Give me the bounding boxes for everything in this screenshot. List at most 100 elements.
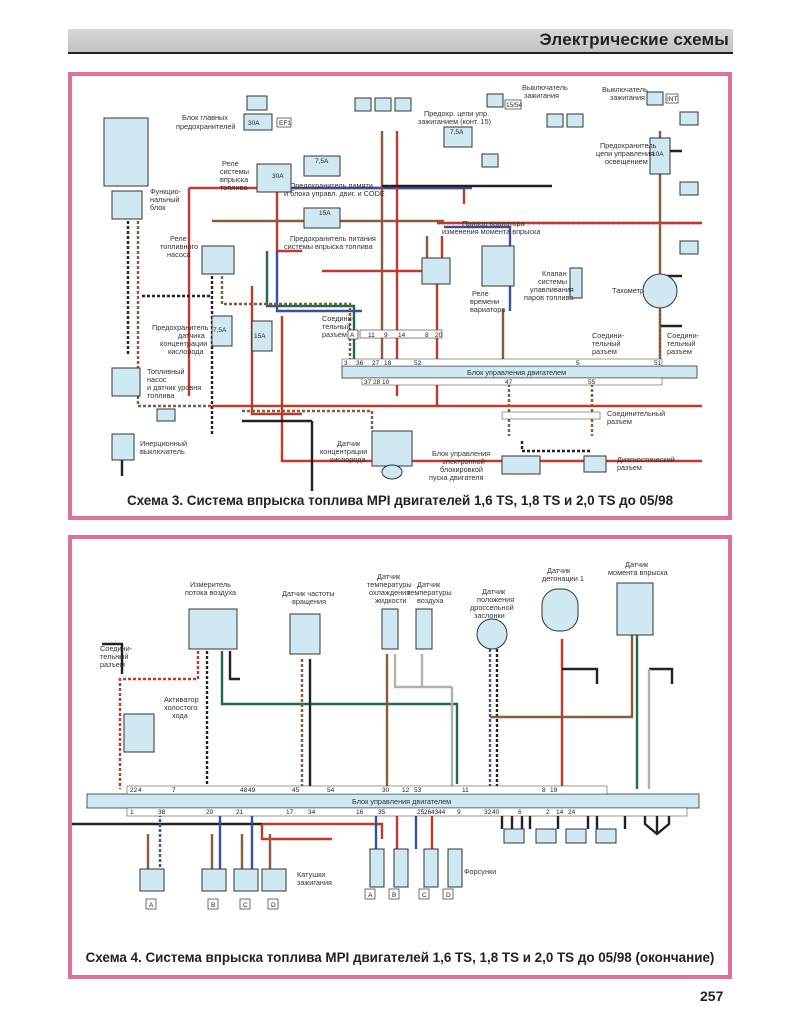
ecu-pin: 34: [308, 809, 316, 816]
memory-fuse: [303, 155, 341, 177]
functional-block-panel: [103, 117, 149, 187]
ecu-pins-bottom-strip-2: [126, 807, 688, 817]
svg-text:30A: 30A: [272, 173, 284, 180]
svg-text:кислорода: кислорода: [168, 347, 205, 356]
idle-actuator: [123, 713, 155, 753]
section-title: Электрические схемы: [539, 30, 729, 49]
ecu-pin: 14: [556, 809, 564, 816]
svg-text:51: 51: [654, 360, 662, 367]
scheme4-panel: Измеритель потока воздуха Датчик частоты…: [68, 535, 732, 979]
svg-text:15/54: 15/54: [506, 102, 523, 109]
svg-text:разъем: разъем: [607, 417, 632, 426]
svg-text:INT: INT: [667, 96, 678, 103]
svg-text:7,5A: 7,5A: [450, 129, 464, 136]
svg-text:хода: хода: [172, 711, 189, 720]
ecu-pins-top-strip-2: [126, 785, 608, 795]
scheme3-panel: 30A EF1 Блок главных предохранителей Вык…: [68, 72, 732, 520]
injector-b: [393, 848, 409, 888]
svg-text:9: 9: [384, 332, 388, 339]
svg-text:времени: времени: [470, 297, 499, 306]
svg-text:концентрации: концентрации: [160, 339, 207, 348]
svg-text:детонации 1: детонации 1: [542, 574, 584, 583]
ignition-switch-label: Выключатель: [522, 83, 568, 92]
ecu-pin: 16: [356, 809, 364, 816]
coolant-temp-sensor: [381, 608, 399, 650]
svg-text:30A: 30A: [248, 120, 260, 127]
fuel-pump-sender: [111, 367, 141, 397]
svg-text:тельный: тельный: [592, 339, 621, 348]
svg-text:Привод вариатора: Привод вариатора: [462, 219, 526, 228]
svg-text:Инерционный: Инерционный: [140, 439, 187, 448]
svg-text:блок: блок: [150, 203, 166, 212]
main-fuse-block: 30A EF1 Блок главных предохранителей: [176, 95, 292, 131]
tachometer-gauge: [642, 273, 678, 309]
cylinder-tag: B: [211, 902, 215, 909]
ecu-pin: 8: [542, 787, 546, 794]
svg-text:47: 47: [505, 379, 513, 386]
svg-text:Предохранитель питания: Предохранитель питания: [290, 234, 376, 243]
horn-icon: [566, 113, 584, 128]
svg-text:изменения момента впрыска: изменения момента впрыска: [442, 227, 541, 236]
section-header-bar: Электрические схемы: [68, 29, 733, 54]
svg-text:Топливный: Топливный: [147, 367, 184, 376]
cylinder-tag: B: [392, 892, 396, 899]
svg-text:Соединительный: Соединительный: [607, 409, 665, 418]
ecu-pin: 19: [550, 787, 558, 794]
svg-text:Клапан: Клапан: [542, 269, 567, 278]
svg-text:и датчик уровня: и датчик уровня: [147, 383, 201, 392]
ecu-pin: 22: [130, 787, 138, 794]
svg-text:Соедини-: Соедини-: [592, 331, 625, 340]
svg-text:Датчик: Датчик: [482, 587, 506, 596]
speed-gauge-icon: [535, 828, 557, 844]
svg-text:15A: 15A: [254, 333, 266, 340]
lighting-fuse: [649, 137, 671, 175]
svg-text:Датчик: Датчик: [377, 572, 401, 581]
connector-a-lower: [501, 411, 601, 420]
svg-text:паров топлива: паров топлива: [524, 293, 574, 302]
injectors: [369, 848, 463, 888]
svg-text:Реле: Реле: [170, 234, 187, 243]
page-number: 257: [700, 988, 724, 1004]
scheme3-diagram: 30A EF1 Блок главных предохранителей Вык…: [103, 83, 702, 491]
svg-text:тельный: тельный: [100, 652, 129, 661]
svg-text:Соедини-: Соедини-: [322, 314, 355, 323]
svg-text:20: 20: [435, 332, 443, 339]
injection-relay: [256, 163, 292, 193]
svg-text:зажигания: зажигания: [524, 91, 559, 100]
air-temp-sensor: [415, 608, 433, 650]
svg-text:14: 14: [398, 332, 406, 339]
svg-text:3: 3: [344, 360, 348, 367]
scheme4-wires: [72, 634, 674, 869]
cylinder-tag: C: [422, 892, 427, 899]
svg-text:5: 5: [576, 360, 580, 367]
svg-text:зажиганием (конт. 15): зажиганием (конт. 15): [418, 117, 491, 126]
ecu-pin: 1: [130, 809, 134, 816]
ecu-pin: 54: [327, 787, 335, 794]
svg-text:топливного: топливного: [160, 242, 198, 251]
svg-text:системы: системы: [220, 167, 249, 176]
svg-text:зажигания: зажигания: [297, 878, 332, 887]
injector-d: [447, 848, 463, 888]
injection-supply-fuse: [303, 207, 341, 229]
ignition-switch-icon: [486, 93, 504, 108]
scheme3-caption: Схема 3. Система впрыска топлива MPI дви…: [126, 493, 674, 508]
ignition-switch-2-icon: [646, 91, 664, 106]
functional-block: [111, 190, 143, 220]
svg-text:Предохр. цепи упр.: Предохр. цепи упр.: [424, 109, 489, 118]
cylinder-tag: C: [243, 902, 248, 909]
svg-text:пуска двигателя: пуска двигателя: [429, 473, 484, 482]
svg-text:Реле: Реле: [472, 289, 489, 298]
svg-text:8: 8: [425, 332, 429, 339]
speed-sensor: [289, 613, 321, 655]
cylinder-tag-box: [239, 898, 251, 910]
svg-text:36: 36: [356, 360, 364, 367]
brake-lamp-icon: [546, 113, 564, 128]
ecu-pin: 2: [546, 809, 550, 816]
battery-icon: [354, 97, 372, 112]
knock-sensor: [541, 588, 579, 632]
svg-text:охлаждения: охлаждения: [369, 588, 410, 597]
svg-text:Выключатель: Выключатель: [602, 85, 648, 94]
variator-drive: [481, 245, 515, 287]
ecu-pin: 30: [382, 787, 390, 794]
